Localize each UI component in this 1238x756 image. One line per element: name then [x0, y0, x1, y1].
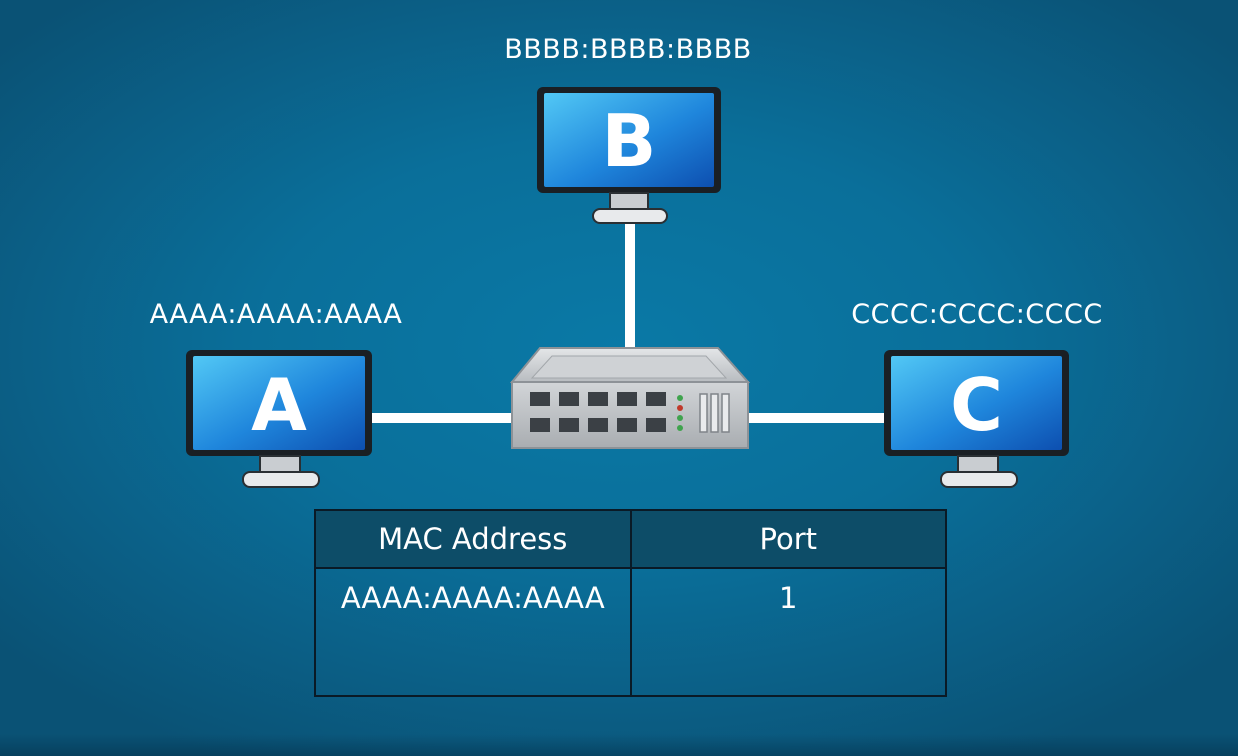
monitor-b-icon — [537, 87, 721, 224]
monitor-a-icon — [186, 350, 372, 488]
port-cell: 1 — [629, 568, 947, 696]
mac-address-column-header: MAC Address — [314, 509, 632, 569]
node-c-letter: C — [950, 363, 1003, 447]
bottom-strip — [0, 734, 1238, 756]
port-column-header: Port — [629, 509, 947, 569]
node-b-letter: B — [601, 99, 657, 183]
mac-address-table: MAC Address Port AAAA:AAAA:AAAA 1 — [314, 509, 947, 697]
mac-address-cell: AAAA:AAAA:AAAA — [314, 568, 632, 696]
table-row: AAAA:AAAA:AAAA 1 — [314, 568, 947, 696]
network-switch-icon — [509, 347, 751, 449]
node-a-letter: A — [251, 363, 307, 447]
node-c-mac-label: CCCC:CCCC:CCCC — [851, 299, 1103, 330]
links — [372, 222, 886, 423]
table-header-row: MAC Address Port — [314, 509, 947, 569]
monitor-c-icon — [884, 350, 1069, 488]
node-b-mac-label: BBBB:BBBB:BBBB — [504, 34, 752, 65]
node-a-mac-label: AAAA:AAAA:AAAA — [149, 299, 403, 330]
